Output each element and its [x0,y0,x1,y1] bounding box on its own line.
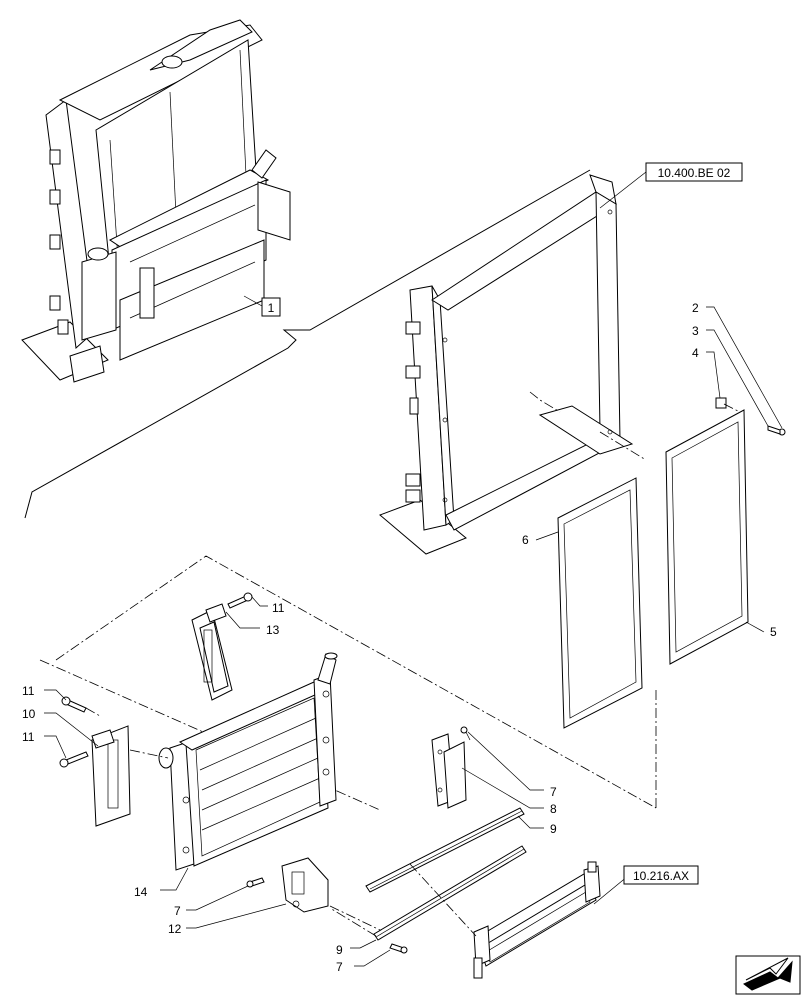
callout-9-lower: 9 [336,943,343,957]
callout-7-lower: 7 [336,960,343,974]
callout-10: 10 [22,707,36,721]
callout-9-upper: 9 [550,822,557,836]
bracket-8 [431,733,467,809]
callout-4: 4 [692,346,699,360]
callout-2: 2 [692,301,699,315]
cooler-ref-label: 10.216.AX [633,869,689,883]
callout-8: 8 [550,802,557,816]
callout-11-left-top: 11 [22,684,35,698]
cooler-ref-callout[interactable]: 10.216.AX [593,865,699,905]
frame-ref-callout[interactable]: 10.400.BE 02 [599,162,743,209]
assembly-ref-label: 1 [268,301,275,315]
callout-11-upper: 11 [272,601,285,615]
radiator-frame [379,174,634,555]
callout-11-left-low: 11 [22,730,35,744]
seal-5 [665,409,749,665]
bar-9-lower [373,845,527,941]
arrow-next-icon[interactable] [735,955,801,995]
bolt-7-lower [389,943,408,954]
bracket-10 [91,725,131,827]
assembly-overview [21,19,291,383]
assembly-ref-callout[interactable]: 1 [243,295,281,317]
bar-9-upper [365,807,525,893]
bolt-11-left-top [61,696,87,713]
callout-5: 5 [770,625,777,639]
bolt-7-right [460,726,471,741]
callout-14: 14 [134,885,148,899]
callout-3: 3 [692,324,699,338]
bracket-13 [191,603,233,701]
cooler-assembly [473,861,601,979]
seal-6 [557,477,643,729]
callout-12: 12 [168,922,182,936]
callout-6: 6 [522,533,529,547]
intercooler-14 [158,652,338,871]
bolt-11-upper [227,592,253,609]
callout-7-right: 7 [550,785,557,799]
callout-13: 13 [266,623,280,637]
fastener-group-2-3-4 [715,397,786,436]
bolt-7-mid [246,877,265,888]
bolt-11-left-low [59,751,89,768]
bracket-12 [281,857,329,913]
callout-7-mid: 7 [174,904,181,918]
frame-ref-label: 10.400.BE 02 [658,166,731,180]
